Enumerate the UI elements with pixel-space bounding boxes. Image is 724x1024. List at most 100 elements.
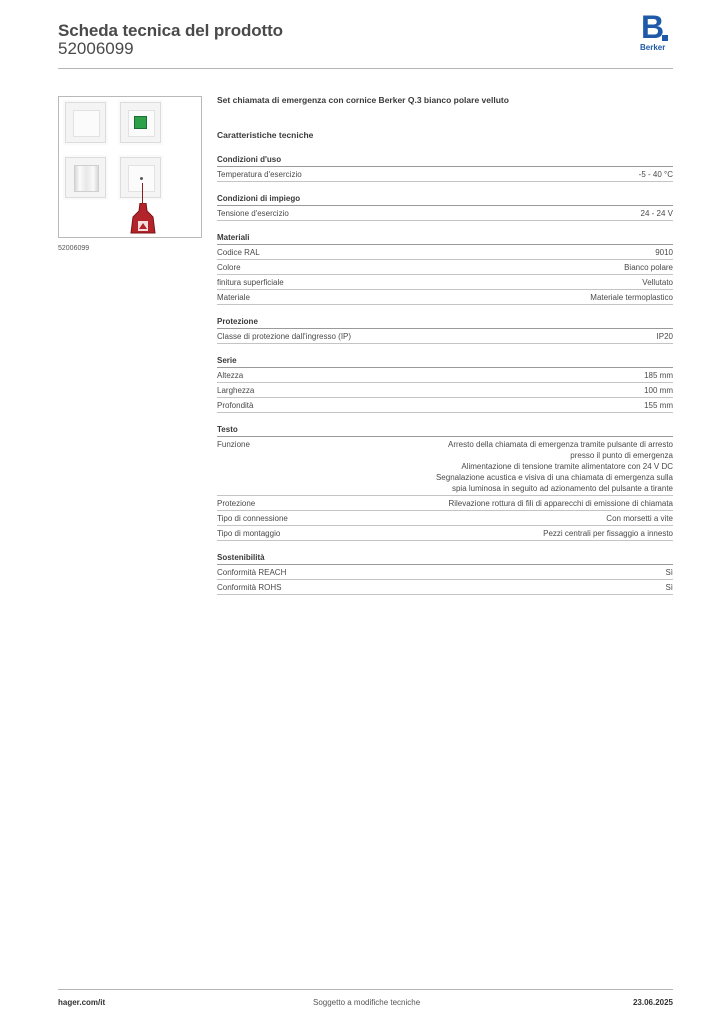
spec-row: Materiale Materiale termoplastico <box>217 290 673 305</box>
spec-row: Altezza 185 mm <box>217 368 673 383</box>
spec-label: Colore <box>217 262 241 272</box>
tech-features-title: Caratteristiche tecniche <box>217 130 314 140</box>
spec-row: Tensione d'esercizio 24 - 24 V <box>217 206 673 221</box>
footer-note: Soggetto a modifiche tecniche <box>313 998 421 1007</box>
spec-label: Protezione <box>217 498 256 508</box>
spec-value-line: Alimentazione di tensione tramite alimen… <box>461 461 673 471</box>
spec-label: Tensione d'esercizio <box>217 208 289 218</box>
section-title: Serie <box>217 356 673 368</box>
spec-label: Materiale <box>217 292 250 302</box>
spec-label: Altezza <box>217 370 244 380</box>
logo-letter: B <box>641 9 665 45</box>
spec-value-line: Pezzi centrali per fissaggio a innesto <box>543 528 673 538</box>
section-title: Protezione <box>217 317 673 329</box>
footer-divider <box>58 989 673 990</box>
spec-label: Codice RAL <box>217 247 260 257</box>
spec-value: 185 mm <box>644 370 673 381</box>
spec-row: finitura superficiale Vellutato <box>217 275 673 290</box>
section-title: Sostenibilità <box>217 553 673 565</box>
logo-dot-icon <box>662 35 668 41</box>
spec-row: Conformità ROHS Sì <box>217 580 673 595</box>
logo-brand-text: Berker <box>640 43 666 52</box>
section-title: Testo <box>217 425 673 437</box>
frame-pull-switch-icon <box>120 157 161 198</box>
spec-row: Classe di protezione dall'ingresso (IP)I… <box>217 329 673 344</box>
spec-label: finitura superficiale <box>217 277 284 287</box>
product-code: 52006099 <box>58 39 134 58</box>
spec-value: -5 - 40 °C <box>639 169 673 180</box>
green-indicator-icon <box>134 116 147 129</box>
spec-value: Materiale termoplastico <box>590 292 673 303</box>
spec-value: 155 mm <box>644 400 673 411</box>
spec-row: Colore Bianco polare <box>217 260 673 275</box>
spec-row: Profondità 155 mm <box>217 398 673 413</box>
spec-value-line: Con morsetti a vite <box>606 513 673 523</box>
spec-row: Larghezza 100 mm <box>217 383 673 398</box>
spec-value-line: 185 mm <box>644 370 673 380</box>
frame-reset-button-icon <box>65 157 106 198</box>
spec-value-line: Segnalazione acustica e visiva di una ch… <box>435 472 673 482</box>
spec-content: Set chiamata di emergenza con cornice Be… <box>217 95 673 595</box>
footer-site-link[interactable]: hager.com/it <box>58 998 106 1007</box>
footer-date: 23.06.2025 <box>632 998 673 1007</box>
spec-value: Rilevazione rottura di fili di apparecch… <box>448 498 673 509</box>
spec-value-line: 24 - 24 V <box>640 208 673 218</box>
spec-value-line: 155 mm <box>644 400 673 410</box>
spec-label: Tipo di montaggio <box>217 528 281 538</box>
section-title: Condizioni di impiego <box>217 194 673 206</box>
spec-label: Funzione <box>217 439 250 449</box>
spec-label: Temperatura d'esercizio <box>217 169 302 179</box>
pull-cord-icon <box>142 183 143 205</box>
product-image <box>58 96 202 238</box>
image-caption: 52006099 <box>58 245 90 252</box>
spec-value: 100 mm <box>644 385 673 396</box>
spec-label: Conformità ROHS <box>217 582 282 592</box>
spec-value-line: Materiale termoplastico <box>590 292 673 302</box>
section-title: Condizioni d'uso <box>217 155 673 167</box>
spec-label: Larghezza <box>217 385 255 395</box>
spec-row: Protezione Rilevazione rottura di fili di… <box>217 496 673 511</box>
spec-value-line: Vellutato <box>642 277 673 287</box>
spec-value: Pezzi centrali per fissaggio a innesto <box>543 528 673 539</box>
header-divider <box>58 68 673 69</box>
spec-value: Vellutato <box>642 277 673 288</box>
section-title: Materiali <box>217 233 673 245</box>
spec-value-line: Bianco polare <box>624 262 673 272</box>
pull-handle-icon <box>130 203 156 234</box>
spec-value-line: Rilevazione rottura di fili di apparecch… <box>448 498 673 508</box>
spec-value-line: Arresto della chiamata di emergenza tram… <box>448 439 673 449</box>
spec-value-line: 9010 <box>655 247 673 257</box>
frame-indicator-icon <box>120 102 161 143</box>
berker-logo: B Berker <box>638 11 674 55</box>
spec-value: Con morsetti a vite <box>606 513 673 524</box>
spec-value-line: IP20 <box>656 331 673 341</box>
spec-value: Bianco polare <box>624 262 673 273</box>
spec-value-line: presso il punto di emergenza <box>570 450 673 460</box>
spec-value: Sì <box>665 567 673 578</box>
spec-value: 24 - 24 V <box>641 208 673 219</box>
product-title: Set chiamata di emergenza con cornice Be… <box>217 95 509 105</box>
spec-row: Tipo di montaggio Pezzi centrali per fiss… <box>217 526 673 541</box>
spec-value-line: Sì <box>665 582 673 592</box>
spec-value: Sì <box>665 582 673 593</box>
spec-value: 9010 <box>655 247 673 258</box>
spec-value-line: Sì <box>665 567 673 577</box>
spec-value-line: 100 mm <box>644 385 673 395</box>
spec-label: Tipo di connessione <box>217 513 288 523</box>
spec-value: IP20 <box>657 331 673 342</box>
spec-label: Profondità <box>217 400 254 410</box>
spec-row: Codice RAL 9010 <box>217 245 673 260</box>
spec-row: Funzione Arresto della chiamata di emerge… <box>217 437 673 496</box>
page-title: Scheda tecnica del prodotto <box>58 21 283 40</box>
spec-value-line: spia luminosa in seguito ad azionamento … <box>451 483 673 493</box>
spec-row: Tipo di connessione Con morsetti a vite <box>217 511 673 526</box>
